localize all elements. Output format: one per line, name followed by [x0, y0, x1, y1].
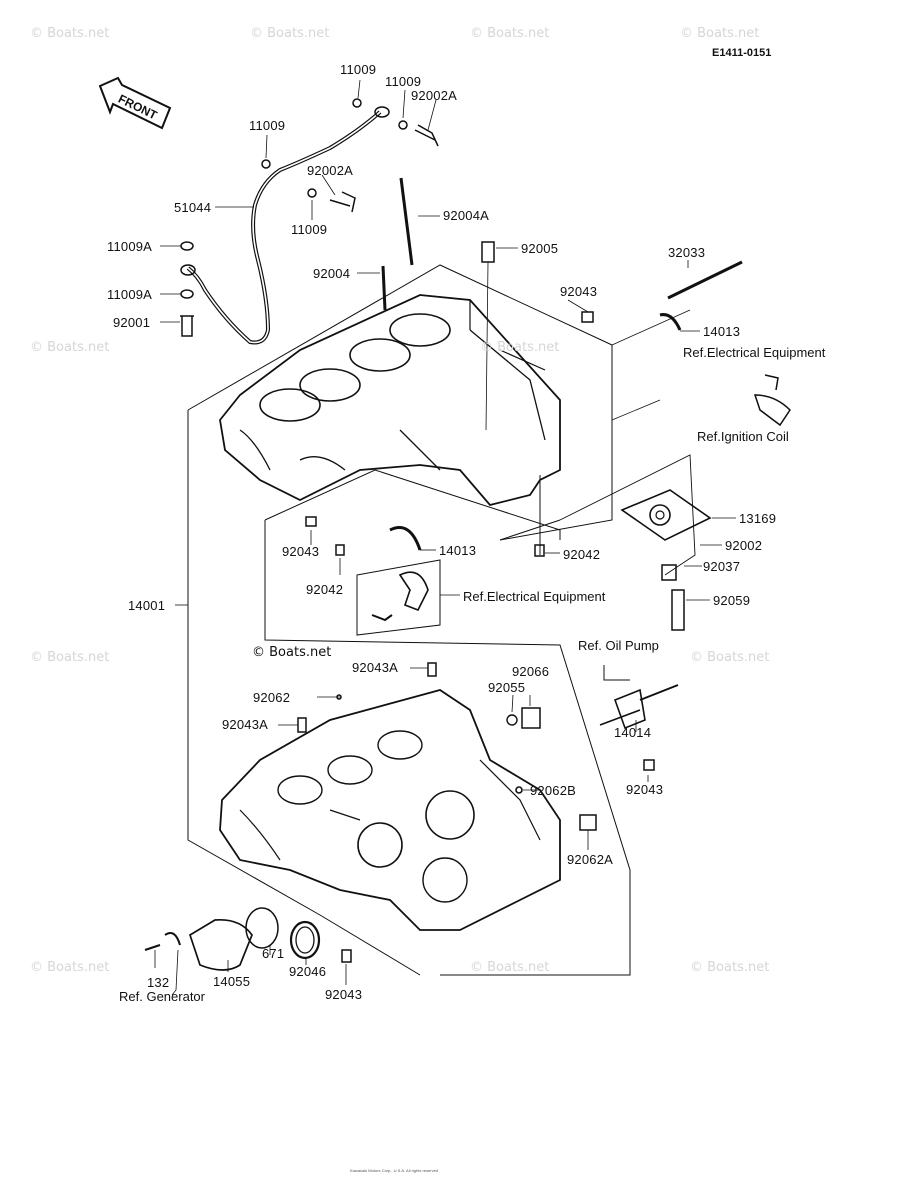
part-label-14013[interactable]: 14013: [703, 324, 741, 339]
part-label-92004[interactable]: 92004: [313, 266, 351, 281]
ref-generator[interactable]: Ref. Generator: [119, 989, 205, 1004]
part-label-92043[interactable]: 92043: [325, 987, 363, 1002]
part-label-92001[interactable]: 92001: [113, 315, 151, 330]
part-label-92042[interactable]: 92042: [306, 582, 344, 597]
part-label-92066[interactable]: 92066: [512, 664, 550, 679]
diagram-code: E1411-0151: [712, 47, 772, 59]
middle-group-frame: [264, 469, 561, 540]
watermark: © Boats.net: [30, 650, 110, 665]
part-label-11009[interactable]: 11009: [385, 74, 422, 89]
part-label-92043[interactable]: 92043: [560, 284, 598, 299]
assembly-frame: [187, 264, 613, 541]
part-label-92002A[interactable]: 92002A: [307, 163, 354, 178]
copyright-text: Kawasaki Motors Corp., U.S.A. All rights…: [350, 1168, 439, 1173]
lower-crankcase: [219, 689, 561, 931]
part-label-92005[interactable]: 92005: [521, 241, 559, 256]
part-label-14014[interactable]: 14014: [614, 725, 652, 740]
part-label-92002A[interactable]: 92002A: [411, 88, 458, 103]
part-label-11009A[interactable]: 11009A: [107, 287, 153, 302]
front-arrow-icon: [98, 76, 172, 130]
part-label-92037[interactable]: 92037: [703, 559, 741, 574]
watermark: © Boats.net: [250, 26, 330, 41]
plate-13169: [620, 489, 712, 541]
watermark: © Boats.net: [252, 645, 332, 660]
part-label-11009[interactable]: 11009: [291, 222, 328, 237]
watermark: © Boats.net: [680, 26, 760, 41]
watermark: © Boats.net: [690, 650, 770, 665]
part-label-92043[interactable]: 92043: [626, 782, 664, 797]
watermark: © Boats.net: [30, 26, 110, 41]
part-label-92055[interactable]: 92055: [488, 680, 526, 695]
part-label-671[interactable]: 671: [262, 946, 285, 961]
watermark: © Boats.net: [470, 960, 550, 975]
part-label-13169[interactable]: 13169: [739, 511, 777, 526]
part-label-92062[interactable]: 92062: [253, 690, 291, 705]
part-label-11009[interactable]: 11009: [340, 62, 377, 77]
upper-crankcase: [219, 294, 561, 507]
part-label-92043A[interactable]: 92043A: [222, 717, 269, 732]
part-label-11009[interactable]: 11009: [249, 118, 286, 133]
part-label-92046[interactable]: 92046: [289, 964, 327, 979]
part-label-51044[interactable]: 51044: [174, 200, 212, 215]
part-label-14001[interactable]: 14001: [128, 598, 166, 613]
ref-electrical-equipment[interactable]: Ref.Electrical Equipment: [683, 345, 826, 360]
watermark: © Boats.net: [690, 960, 770, 975]
watermark: © Boats.net: [480, 340, 560, 355]
ref-electrical-equipment[interactable]: Ref.Electrical Equipment: [463, 589, 606, 604]
part-label-92043A[interactable]: 92043A: [352, 660, 399, 675]
oil-hose-51044: [180, 106, 390, 345]
part-label-92062B[interactable]: 92062B: [530, 783, 577, 798]
ref-ignition-coil[interactable]: Ref.Ignition Coil: [697, 429, 789, 444]
watermark: © Boats.net: [30, 960, 110, 975]
part-label-92004A[interactable]: 92004A: [443, 208, 490, 223]
part-label-14013[interactable]: 14013: [439, 543, 477, 558]
part-label-92059[interactable]: 92059: [713, 593, 751, 608]
part-label-92062A[interactable]: 92062A: [567, 852, 614, 867]
part-label-92043[interactable]: 92043: [282, 544, 320, 559]
part-label-32033[interactable]: 32033: [668, 245, 706, 260]
watermark: © Boats.net: [30, 340, 110, 355]
electrical-box-frame: [356, 559, 441, 636]
part-label-132[interactable]: 132: [147, 975, 170, 990]
part-label-92002[interactable]: 92002: [725, 538, 763, 553]
part-label-11009A[interactable]: 11009A: [107, 239, 153, 254]
part-label-92042[interactable]: 92042: [563, 547, 601, 562]
watermark: © Boats.net: [470, 26, 550, 41]
part-label-14055[interactable]: 14055: [213, 974, 251, 989]
ref-oil-pump[interactable]: Ref. Oil Pump: [578, 638, 659, 653]
